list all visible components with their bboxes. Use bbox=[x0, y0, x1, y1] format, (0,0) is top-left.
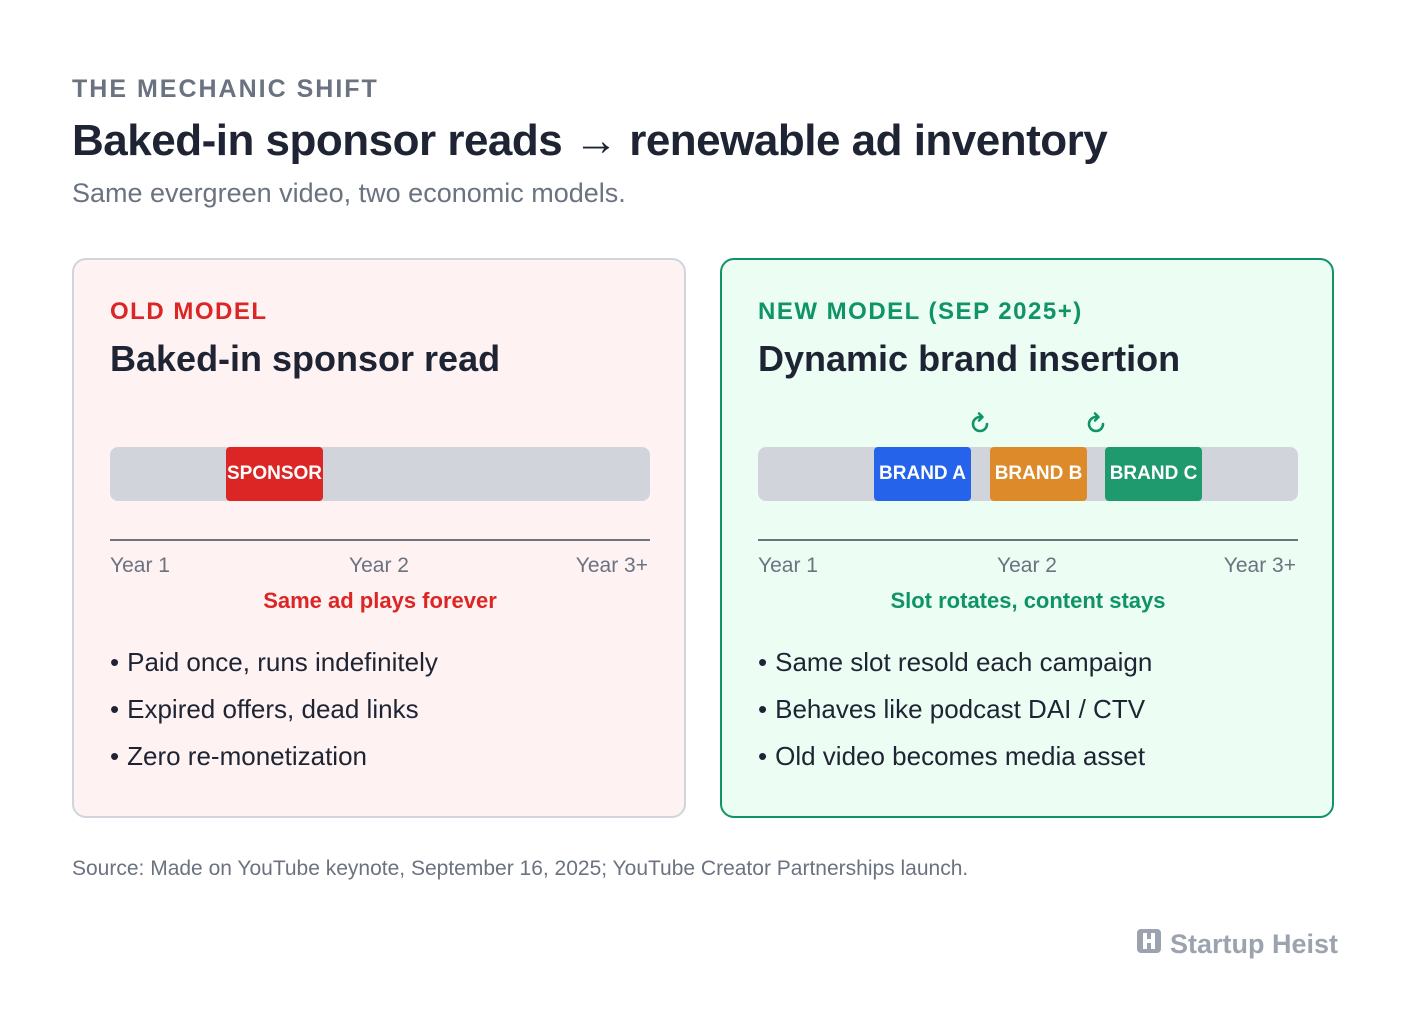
old-bullet-3: Zero re-monetization bbox=[110, 740, 438, 787]
brand-b-label: BRAND B bbox=[994, 463, 1083, 484]
page-title: Baked-in sponsor reads → renewable ad in… bbox=[72, 116, 1108, 165]
old-axis-label-year-2: Year 2 bbox=[349, 554, 409, 577]
new-timeline-axis bbox=[758, 539, 1298, 541]
old-axis-label-year-1: Year 1 bbox=[110, 554, 170, 577]
sponsor-slot: SPONSOR bbox=[226, 447, 323, 501]
old-timeline-axis bbox=[110, 539, 650, 541]
new-bullet-3: Old video becomes media asset bbox=[758, 740, 1152, 787]
rotate-clockwise-icon bbox=[967, 410, 993, 436]
new-model-card: NEW MODEL (SEP 2025+) Dynamic brand inse… bbox=[720, 258, 1334, 818]
old-model-card: OLD MODEL Baked-in sponsor read SPONSOR … bbox=[72, 258, 686, 818]
old-axis-label-year-3: Year 3+ bbox=[575, 554, 648, 577]
new-timeline-track: BRAND A BRAND B BRAND C bbox=[758, 447, 1298, 501]
eyebrow: THE MECHANIC SHIFT bbox=[72, 75, 379, 103]
old-caption: Same ad plays forever bbox=[263, 588, 497, 613]
brand-name: Startup Heist bbox=[1169, 929, 1338, 959]
brand-c-slot: BRAND C bbox=[1105, 447, 1202, 501]
new-model-title: Dynamic brand insertion bbox=[758, 338, 1181, 379]
rotate-clockwise-icon bbox=[1083, 410, 1109, 436]
old-model-label: OLD MODEL bbox=[110, 298, 268, 325]
brand-mark: Startup Heist bbox=[1136, 928, 1338, 961]
sponsor-slot-label: SPONSOR bbox=[226, 463, 323, 484]
old-timeline-track: SPONSOR bbox=[110, 447, 650, 501]
new-caption: Slot rotates, content stays bbox=[890, 588, 1166, 613]
startup-heist-logo-icon bbox=[1136, 928, 1162, 961]
new-axis-label-year-3: Year 3+ bbox=[1223, 554, 1296, 577]
brand-a-label: BRAND A bbox=[879, 463, 966, 484]
brand-c-label: BRAND C bbox=[1109, 463, 1198, 484]
new-bullet-2: Behaves like podcast DAI / CTV bbox=[758, 693, 1152, 740]
source-note: Source: Made on YouTube keynote, Septemb… bbox=[72, 857, 969, 880]
new-axis-label-year-2: Year 2 bbox=[997, 554, 1057, 577]
old-bullet-list: Paid once, runs indefinitely Expired off… bbox=[110, 646, 438, 787]
brand-a-slot: BRAND A bbox=[874, 447, 971, 501]
brand-b-slot: BRAND B bbox=[990, 447, 1087, 501]
new-axis-label-year-1: Year 1 bbox=[758, 554, 818, 577]
old-bullet-1: Paid once, runs indefinitely bbox=[110, 646, 438, 693]
new-bullet-list: Same slot resold each campaign Behaves l… bbox=[758, 646, 1152, 787]
new-model-label: NEW MODEL (SEP 2025+) bbox=[758, 298, 1083, 325]
old-model-title: Baked-in sponsor read bbox=[110, 338, 501, 379]
subtitle: Same evergreen video, two economic model… bbox=[72, 178, 626, 208]
new-bullet-1: Same slot resold each campaign bbox=[758, 646, 1152, 693]
old-bullet-2: Expired offers, dead links bbox=[110, 693, 438, 740]
